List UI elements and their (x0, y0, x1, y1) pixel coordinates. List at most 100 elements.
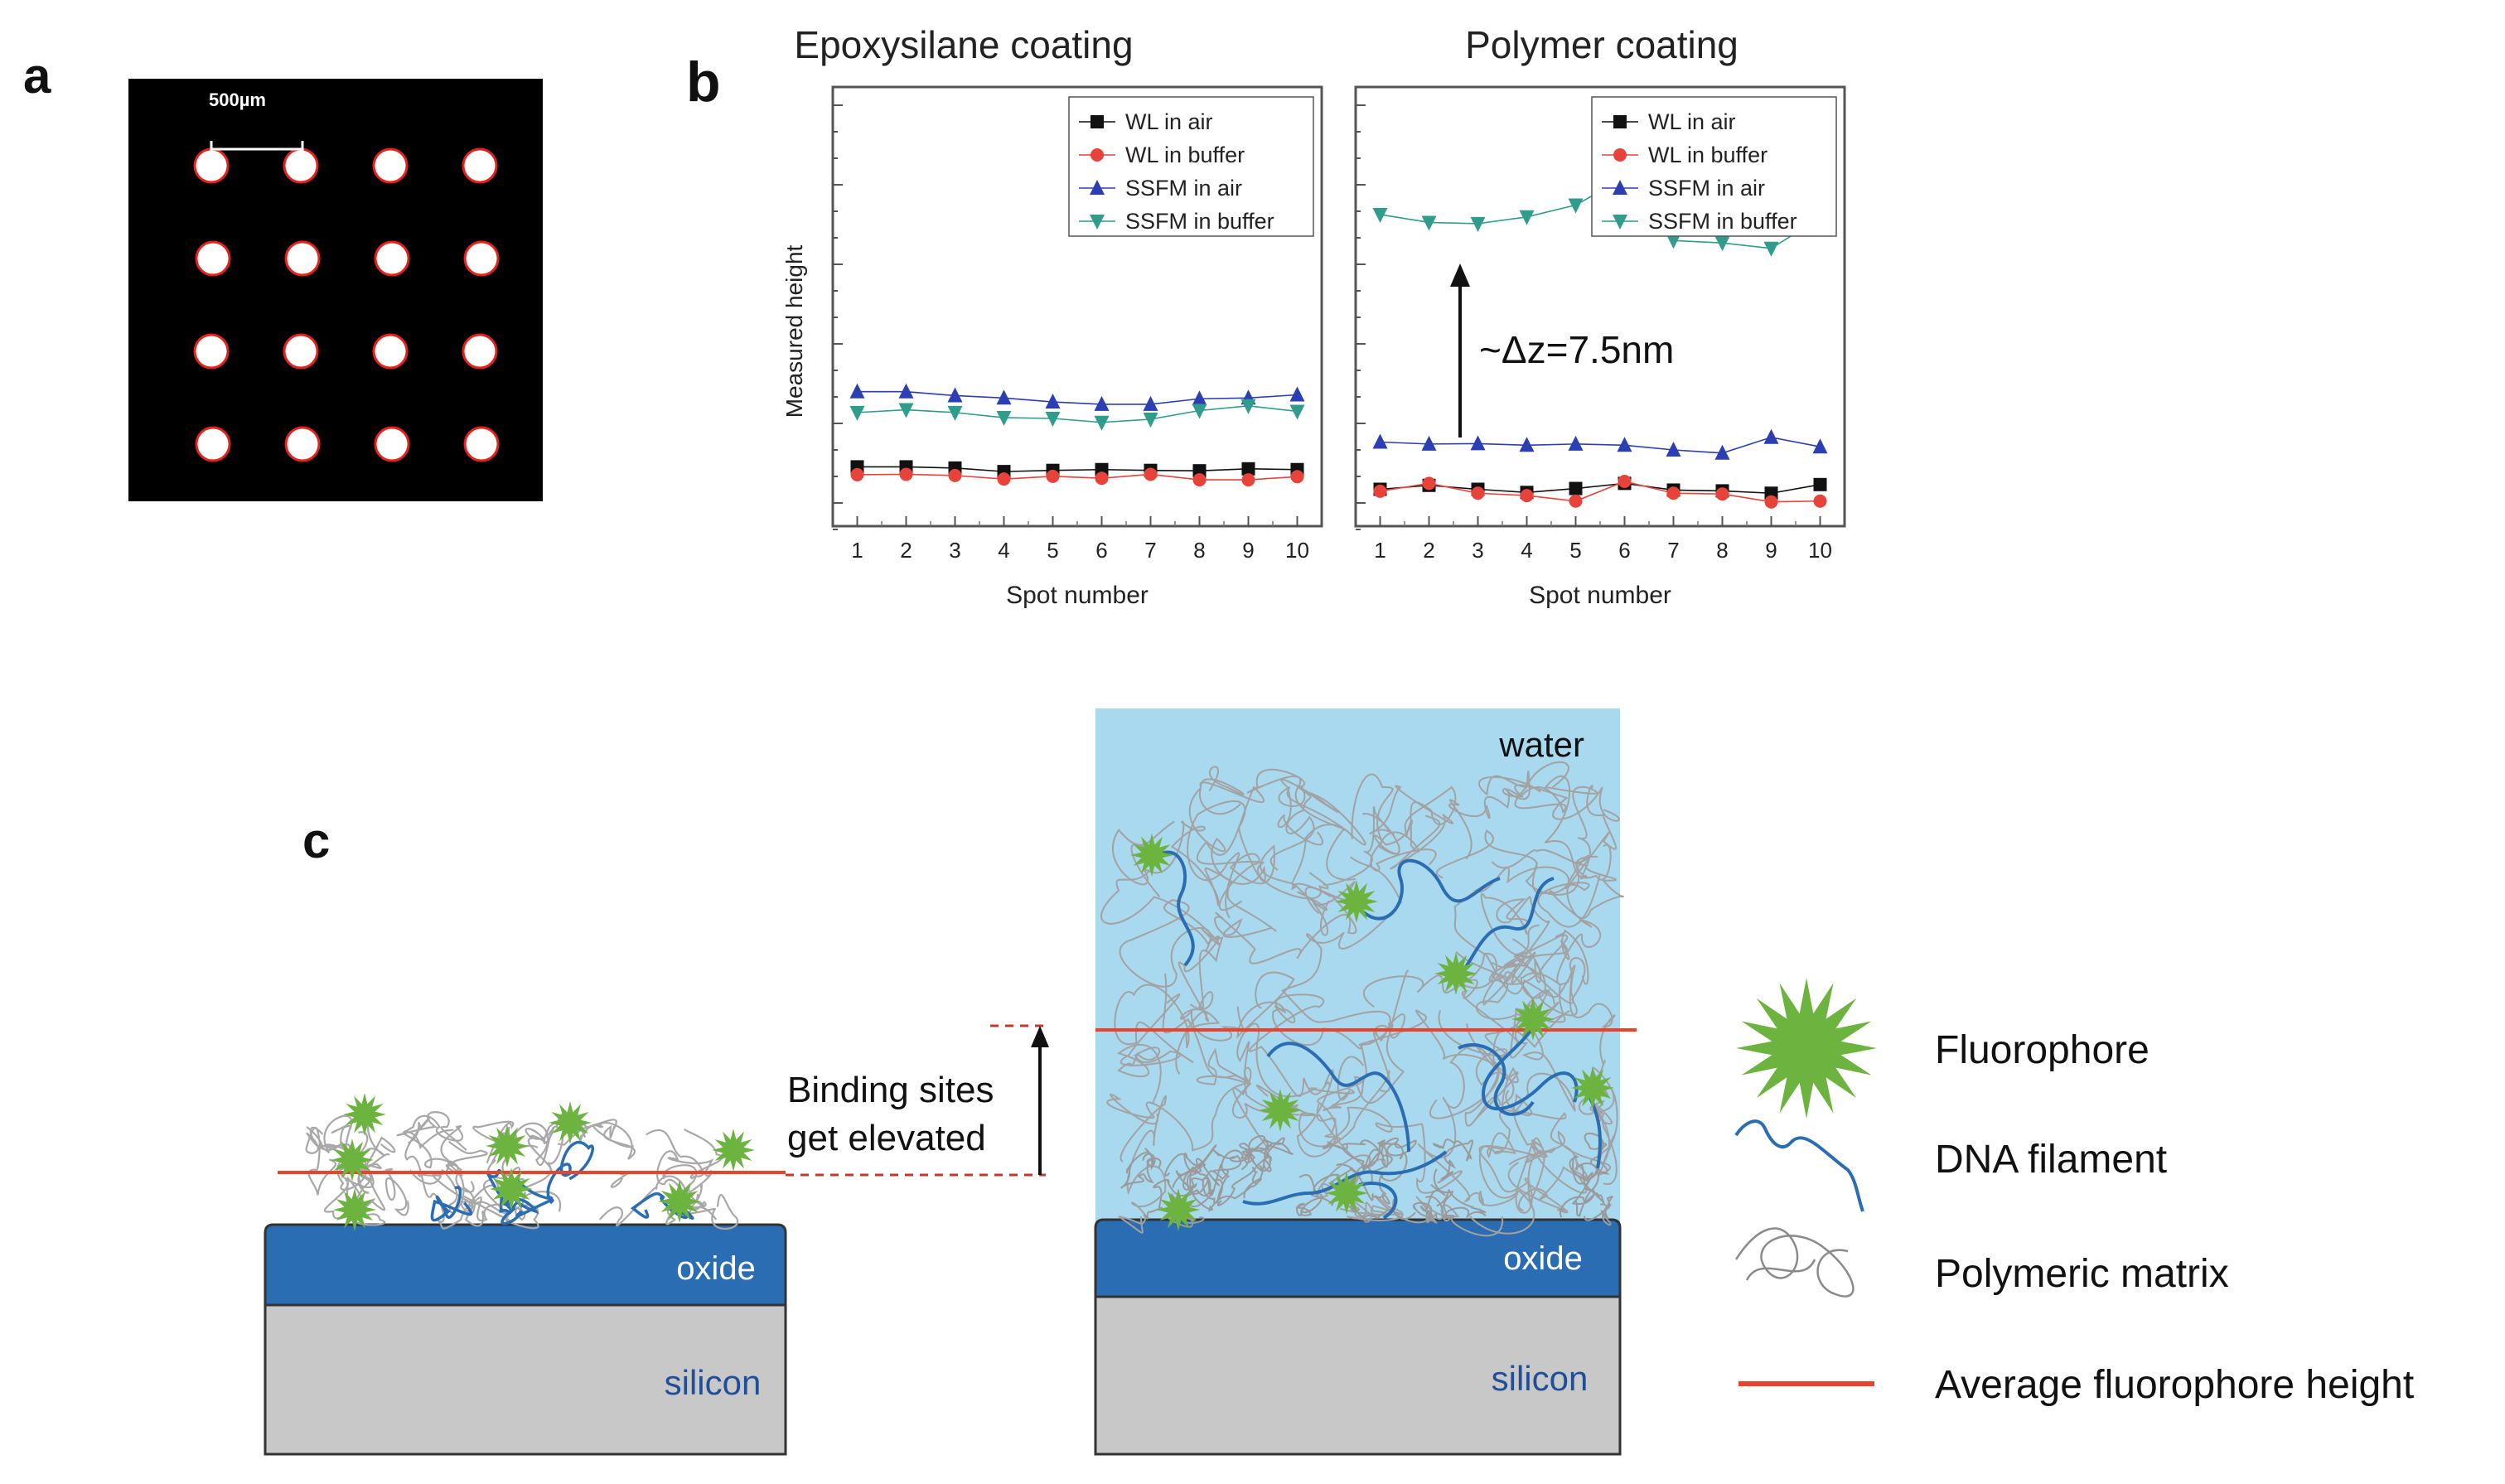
data-point (996, 389, 1012, 405)
data-point (1568, 435, 1584, 451)
polymer-strand (1295, 1163, 1359, 1216)
x-tick-label: 2 (1423, 538, 1434, 563)
panel-label-b: b (686, 51, 721, 114)
right-fluorophores (1130, 834, 1614, 1231)
data-point (1289, 404, 1305, 420)
polymer-strand (404, 1117, 499, 1230)
polymer-strand (340, 1116, 386, 1211)
dna-filament-icon (1734, 1119, 1864, 1212)
x-tick-label: 2 (900, 538, 912, 563)
polymer-strand (1491, 848, 1624, 928)
data-point (1714, 444, 1730, 460)
polymer-strand (1359, 1009, 1515, 1127)
fluorophore (1335, 880, 1378, 923)
fluorophore (1130, 834, 1173, 877)
polymer-strand (1172, 1158, 1224, 1205)
polymer-strand (1296, 969, 1410, 1158)
left-silicon-layer (264, 1303, 787, 1456)
data-point (1470, 216, 1486, 232)
right-silicon-label: silicon (1492, 1359, 1589, 1398)
data-point (1569, 494, 1583, 508)
dna-filament (1458, 1043, 1535, 1116)
x-tick-label: 6 (1095, 538, 1107, 563)
legend-box (1068, 96, 1314, 237)
legend-entry: SSFM in buffer (1648, 209, 1797, 234)
polymer-strand (1143, 1144, 1217, 1221)
x-tick-label: 5 (1047, 538, 1058, 563)
x-tick-label: 10 (1285, 538, 1309, 563)
polymer-strand (507, 1112, 604, 1166)
polymer-strand (1432, 1138, 1473, 1184)
x-tick-label: 9 (1765, 538, 1777, 563)
x-tick-label: 1 (851, 538, 863, 563)
polymer-strand (1417, 1045, 1519, 1206)
polymer-strand (1118, 1095, 1168, 1234)
fluorophore (712, 1129, 755, 1172)
data-point (849, 383, 865, 399)
array-spot (463, 426, 500, 462)
elevation-label-line1: Binding sites (787, 1070, 994, 1110)
x-tick-label: 4 (1521, 538, 1532, 563)
data-point (996, 411, 1012, 427)
legend-entry: WL in air (1125, 109, 1213, 134)
fluorophore (549, 1101, 592, 1144)
polymer-strand (630, 1192, 694, 1221)
right-dna-filaments (1150, 850, 1602, 1220)
array-spot (374, 426, 410, 462)
x-axis-label: Spot number (1006, 582, 1149, 609)
data-point (1094, 415, 1110, 431)
right-polymer-matrix (1100, 761, 1624, 1237)
left-substrate-stack: oxide silicon (264, 1223, 787, 1456)
polymer-strand (1339, 1195, 1503, 1237)
data-point (898, 383, 914, 399)
data-point (1666, 442, 1681, 457)
x-tick-label: 5 (1569, 538, 1581, 563)
chart-epoxysilane: Epoxysilane coating Measured height Spot… (781, 23, 1323, 609)
dna-filament (1266, 1042, 1410, 1153)
polymer-strand (1216, 1135, 1265, 1206)
polymer-strand (1549, 889, 1616, 1094)
x-tick-label: 7 (1144, 538, 1156, 563)
polymer-strand (1572, 1162, 1610, 1217)
data-point (1813, 477, 1827, 491)
series-line (857, 473, 1298, 481)
dna-filament (1481, 1026, 1579, 1110)
x-tick-label: 6 (1618, 538, 1630, 563)
legend-label-polymeric-matrix: Polymeric matrix (1935, 1252, 2229, 1296)
data-point (1240, 399, 1256, 414)
dna-filament (1242, 1150, 1448, 1206)
array-spot (284, 240, 321, 277)
data-point (1569, 481, 1583, 495)
series-line (857, 404, 1298, 423)
polymeric-matrix-icon (1734, 1227, 1855, 1298)
data-point (1764, 495, 1778, 509)
fluorophore (658, 1180, 701, 1223)
polymer-strand (1361, 786, 1457, 856)
polymer-strand (1509, 956, 1586, 1059)
data-point (1143, 395, 1158, 411)
legend-entry: SSFM in air (1125, 176, 1242, 201)
data-point (1045, 394, 1061, 409)
data-point (1520, 489, 1534, 503)
polymer-strand (656, 1128, 723, 1203)
polymer-strand (396, 1111, 475, 1193)
polymer-strand (1187, 786, 1266, 919)
legend-marker (1613, 115, 1627, 128)
legend-label-fluorophore: Fluorophore (1935, 1028, 2150, 1072)
polymer-strand (1281, 856, 1403, 1093)
array-spot (372, 333, 409, 370)
legend-label-average-height: Average fluorophore height (1935, 1363, 2414, 1407)
legend-marker (1613, 215, 1627, 230)
panel-a-microscope-image: 500µm (128, 79, 543, 501)
array-spot (374, 240, 410, 277)
data-point (1192, 473, 1207, 487)
polymer-strand (403, 1114, 464, 1178)
series-line (1380, 436, 1821, 454)
series-lines (1372, 171, 1828, 509)
legend-marker (1090, 215, 1105, 230)
left-fluorophores (331, 1093, 755, 1231)
x-tick-label: 8 (1716, 538, 1728, 563)
data-point (1519, 437, 1535, 452)
